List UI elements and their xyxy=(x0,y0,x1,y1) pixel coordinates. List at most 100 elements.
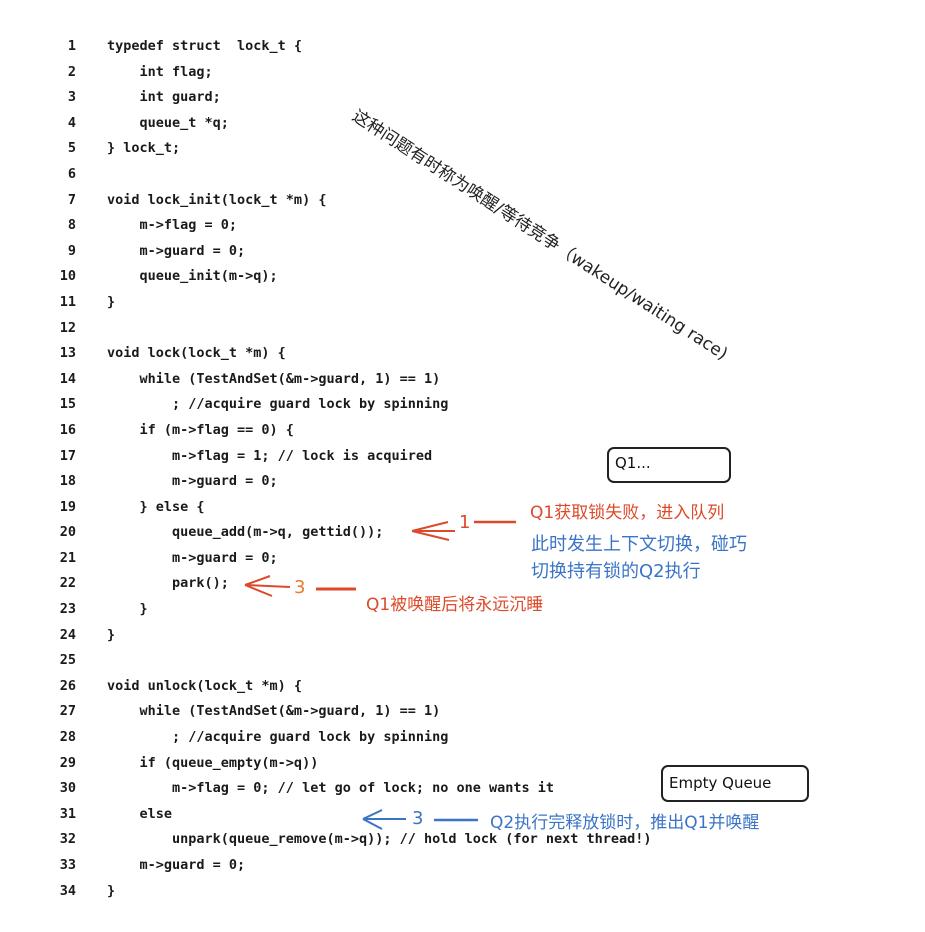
q1-note-label: Q1... xyxy=(615,454,651,472)
line-number: 29 xyxy=(59,754,76,771)
code-line: 15 ; //acquire guard lock by spinning xyxy=(0,392,925,418)
line-number: 31 xyxy=(59,805,76,822)
code-line: 9 m->guard = 0; xyxy=(0,239,925,265)
code-text: } else { xyxy=(107,498,205,515)
code-text: ; //acquire guard lock by spinning xyxy=(107,396,449,413)
code-text: m->flag = 1; // lock is acquired xyxy=(107,447,433,464)
arrow-3-blue-icon xyxy=(362,809,406,830)
code-line: 2 int flag; xyxy=(0,60,925,86)
line-number: 20 xyxy=(59,524,76,541)
line-number: 22 xyxy=(59,575,76,592)
code-line: 10 queue_init(m->q); xyxy=(0,264,925,290)
line-number: 8 xyxy=(67,217,76,234)
code-text: } lock_t; xyxy=(107,140,181,157)
code-text: if (m->flag == 0) { xyxy=(107,421,294,438)
code-text: typedef struct lock_t { xyxy=(107,38,303,54)
line-number: 9 xyxy=(67,242,76,259)
line-number: 19 xyxy=(59,498,76,515)
code-line: 19 } else { xyxy=(0,495,925,521)
code-line: 27 while (TestAndSet(&m->guard, 1) == 1) xyxy=(0,699,925,725)
line-number: 1 xyxy=(67,38,76,54)
arrow-1-icon xyxy=(411,521,455,541)
line-number: 32 xyxy=(59,831,76,848)
line-number: 23 xyxy=(59,601,76,618)
code-text: int guard; xyxy=(107,89,221,106)
line-number: 27 xyxy=(59,703,76,720)
code-text: void lock_init(lock_t *m) { xyxy=(107,191,327,208)
code-text: while (TestAndSet(&m->guard, 1) == 1) xyxy=(107,703,441,720)
code-line: 16 if (m->flag == 0) { xyxy=(0,418,925,444)
line-number: 33 xyxy=(59,857,76,873)
code-line: 21 m->guard = 0; xyxy=(0,546,925,572)
code-text: m->flag = 0; // let go of lock; no one w… xyxy=(107,780,555,797)
code-line: 29 if (queue_empty(m->q)) xyxy=(0,751,925,777)
code-text: queue_add(m->q, gettid()); xyxy=(107,524,384,541)
code-line: 1 typedef struct lock_t { xyxy=(0,34,925,60)
arrow-3-red-icon xyxy=(244,575,291,597)
code-line: 24} xyxy=(0,623,925,649)
code-line: 28 ; //acquire guard lock by spinning xyxy=(0,725,925,751)
code-text: void lock(lock_t *m) { xyxy=(107,345,286,362)
code-line: 8 m->flag = 0; xyxy=(0,213,925,239)
code-text: queue_init(m->q); xyxy=(107,268,278,285)
code-text: else xyxy=(107,805,173,822)
code-text: m->guard = 0; xyxy=(107,549,278,566)
code-line: 3 int guard; xyxy=(0,85,925,111)
line-number: 34 xyxy=(59,882,76,899)
line-number: 6 xyxy=(67,165,76,182)
code-text: if (queue_empty(m->q)) xyxy=(107,754,319,771)
line-number: 16 xyxy=(59,421,76,438)
code-text: } xyxy=(107,882,116,899)
code-text: int flag; xyxy=(107,63,213,80)
marker-1: 1 xyxy=(459,512,471,533)
code-line: 17 m->flag = 1; // lock is acquired xyxy=(0,444,925,470)
code-line: 6 xyxy=(0,162,925,188)
line-number: 2 xyxy=(67,63,76,80)
code-line: 31 else xyxy=(0,802,925,828)
line-number: 14 xyxy=(59,370,76,387)
code-text: park(); xyxy=(107,575,229,592)
code-line: 4 queue_t *q; xyxy=(0,111,925,137)
line-number: 10 xyxy=(59,268,76,285)
code-line: 30 m->flag = 0; // let go of lock; no on… xyxy=(0,776,925,802)
line-number: 24 xyxy=(59,626,76,643)
code-line: 14 while (TestAndSet(&m->guard, 1) == 1) xyxy=(0,367,925,393)
code-line: 34} xyxy=(0,879,925,905)
empty-queue-note-box: Empty Queue xyxy=(661,765,809,802)
code-line: 5} lock_t; xyxy=(0,136,925,162)
line-number: 17 xyxy=(59,447,76,464)
line-number: 15 xyxy=(59,396,76,413)
code-text: void unlock(lock_t *m) { xyxy=(107,677,303,694)
line-number: 30 xyxy=(59,780,76,797)
q1-fail-note: Q1获取锁失败，进入队列 xyxy=(530,503,725,523)
code-line: 7 void lock_init(lock_t *m) { xyxy=(0,188,925,214)
context-switch-note-2: 切换持有锁的Q2执行 xyxy=(531,561,701,582)
q1-sleep-note: Q1被唤醒后将永远沉睡 xyxy=(366,595,544,615)
line-number: 25 xyxy=(59,652,76,669)
code-line: 12 xyxy=(0,316,925,342)
line-number: 7 xyxy=(67,191,76,208)
code-line: 11} xyxy=(0,290,925,316)
q1-note-box: Q1... xyxy=(607,447,731,483)
code-text: } xyxy=(107,626,116,643)
line-number: 4 xyxy=(67,114,76,131)
line-number: 12 xyxy=(59,319,76,336)
code-text: m->guard = 0; xyxy=(107,242,246,259)
line-number: 11 xyxy=(59,293,76,310)
empty-queue-label: Empty Queue xyxy=(669,774,772,792)
code-line: 25 xyxy=(0,648,925,674)
q2-release-note: Q2执行完释放锁时，推出Q1并唤醒 xyxy=(490,813,760,833)
code-text: m->guard = 0; xyxy=(107,857,246,873)
code-line: 13 void lock(lock_t *m) { xyxy=(0,341,925,367)
code-line: 23 } xyxy=(0,597,925,623)
code-text: unpark(queue_remove(m->q)); // hold lock… xyxy=(107,831,652,848)
code-text: } xyxy=(107,601,148,618)
code-line: 18 m->guard = 0; xyxy=(0,469,925,495)
line-number: 28 xyxy=(59,729,76,746)
code-text: while (TestAndSet(&m->guard, 1) == 1) xyxy=(107,370,441,387)
line-number: 18 xyxy=(59,473,76,490)
code-line: 32 unpark(queue_remove(m->q)); // hold l… xyxy=(0,827,925,853)
line-number: 13 xyxy=(59,345,76,362)
